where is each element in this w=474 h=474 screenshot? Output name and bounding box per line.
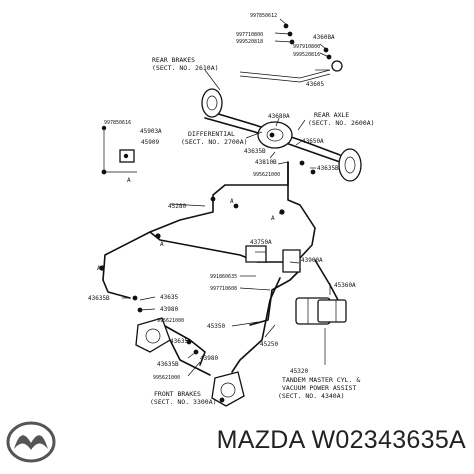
label-999520818: 999520818 [236,39,263,45]
label-43635B-left: 43635B [88,295,110,302]
label-master-cyl-sect: (SECT. NO. 4340A) [278,392,345,400]
label-43635B-low: 43635B [157,361,179,368]
label-43650A: 43650A [302,138,324,145]
footer-brand: MAZDA W02343635A [0,412,474,474]
label-master-cyl-2: VACUUM POWER ASSIST [282,384,356,392]
label-995621000-top: 995621000 [253,172,280,178]
part-labels: 997850612 997710800 999520818 43608A 997… [88,13,375,406]
part-number-text: MAZDA W02343635A [216,426,466,454]
label-43635: 43635 [160,294,178,301]
label-43635B-mid: 43635B [317,165,339,172]
label-995621000-mid: 995621000 [157,318,184,324]
label-43900A: 43900A [301,257,323,264]
marker-a-1: A [127,177,131,184]
brake-line-main [99,161,339,373]
label-997910800: 997910800 [293,44,320,50]
label-43608A: 43608A [313,34,335,41]
label-43810B: 43810B [255,159,277,166]
label-45280: 45280 [168,203,186,210]
label-rear-axle: REAR AXLE [314,111,349,119]
rear-axle-drawing [201,23,362,182]
label-45250: 45250 [260,341,278,348]
marker-a-5: A [97,265,101,272]
label-differential-sect: (SECT. NO. 2700A) [181,138,248,146]
label-45360A: 45360A [334,282,356,289]
label-45909: 45909 [141,139,159,146]
reference-markers: A A A A A A [97,177,283,272]
bracket-detail-a [101,125,137,175]
leader-lines [122,18,331,377]
label-43750A: 43750A [250,239,272,246]
label-43680A: 43680A [268,113,290,120]
label-997710800: 997710800 [236,32,263,38]
label-rear-brakes-sect: (SECT. NO. 2610A) [152,64,219,72]
label-master-cyl-1: TANDEM MASTER CYL. & [282,376,360,384]
label-997850616: 997850616 [104,120,131,126]
marker-a-3: A [279,209,283,216]
label-rear-axle-sect: (SECT. NO. 2600A) [308,119,375,127]
master-cylinder-drawing [295,297,347,365]
mazda-logo-icon [6,421,56,463]
label-rear-brakes: REAR BRAKES [152,56,195,64]
label-43635B-top: 43635B [244,148,266,155]
label-front-brakes-sect: (SECT. NO. 3300A) [150,398,217,406]
label-997850612: 997850612 [250,13,277,19]
marker-a-4: A [160,241,164,248]
label-991860635: 991860635 [210,274,237,280]
front-brakes-drawing [132,295,245,407]
label-45903A: 45903A [140,128,162,135]
label-differential: DIFFERENTIAL [188,130,235,138]
label-995621000-low: 995621000 [153,375,180,381]
label-43635-low: 43635 [170,338,188,345]
label-43980: 43980 [160,306,178,313]
marker-a-2: A [230,198,234,205]
label-997710600: 997710600 [210,286,237,292]
marker-a-6: A [271,215,275,222]
label-43605: 43605 [306,81,324,88]
label-front-brakes: FRONT BRAKES [154,390,201,398]
label-45350: 45350 [207,323,225,330]
label-45320: 45320 [290,368,308,375]
label-43980-low: 43980 [200,355,218,362]
label-999520816: 999520816 [293,52,320,58]
